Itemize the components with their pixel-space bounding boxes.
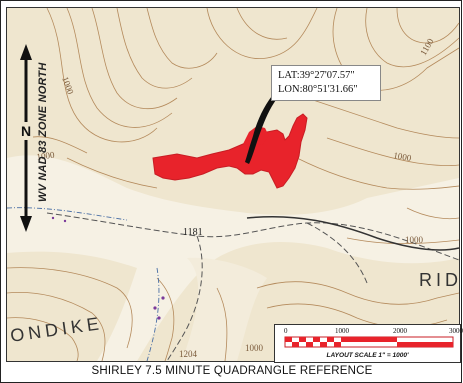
latitude-text: LAT:39°27'07.57"	[278, 70, 355, 81]
topographic-map[interactable]: 1000 1000 1000 1100 1000 1000 1204 1181 …	[6, 7, 463, 363]
place-label: RID	[419, 270, 462, 290]
roads	[46, 212, 460, 362]
scale-caption: LAYOUT SCALE 1" = 1000'	[326, 352, 409, 359]
site-footprint	[152, 113, 308, 189]
north-arrow-block: N	[17, 44, 47, 234]
contour-label: 1204	[179, 349, 198, 359]
north-arrow-icon	[19, 44, 33, 232]
zone-label: WV NAD 83 ZONE NORTH	[37, 62, 49, 202]
contour-label: 1100	[418, 36, 436, 57]
map-caption: SHIRLEY 7.5 MINUTE QUADRANGLE REFERENCE	[91, 365, 373, 377]
callout-leader	[245, 92, 279, 164]
contour-label: 1000	[393, 150, 413, 163]
contour-label: 1000	[405, 235, 424, 245]
scale-bar-graphic	[284, 336, 454, 348]
spot-elevation: 1181	[183, 227, 203, 238]
valley-clearing	[7, 155, 459, 361]
scale-tick: 3000	[449, 327, 463, 335]
coordinate-callout: LAT:39°27'07.57" LON:80°51'31.66"	[271, 65, 381, 101]
contour-label: 1000	[245, 343, 264, 353]
north-letter: N	[20, 123, 32, 139]
scale-tick: 2000	[393, 327, 407, 335]
ridge-road	[246, 215, 460, 251]
contour-label: 1000	[60, 75, 76, 96]
contour-label: 1000	[36, 150, 56, 162]
scale-tick: 1000	[335, 327, 349, 335]
streams	[6, 207, 160, 362]
scale-bar: 0 1000 2000 3000 LAYOUT S	[274, 324, 463, 363]
boundary-dots	[51, 216, 165, 320]
scale-tick: 0	[284, 327, 288, 335]
longitude-text: LON:80°51'31.66"	[278, 84, 358, 95]
map-canvas: 1000 1000 1000 1100 1000 1000 1204 1181	[6, 7, 460, 362]
